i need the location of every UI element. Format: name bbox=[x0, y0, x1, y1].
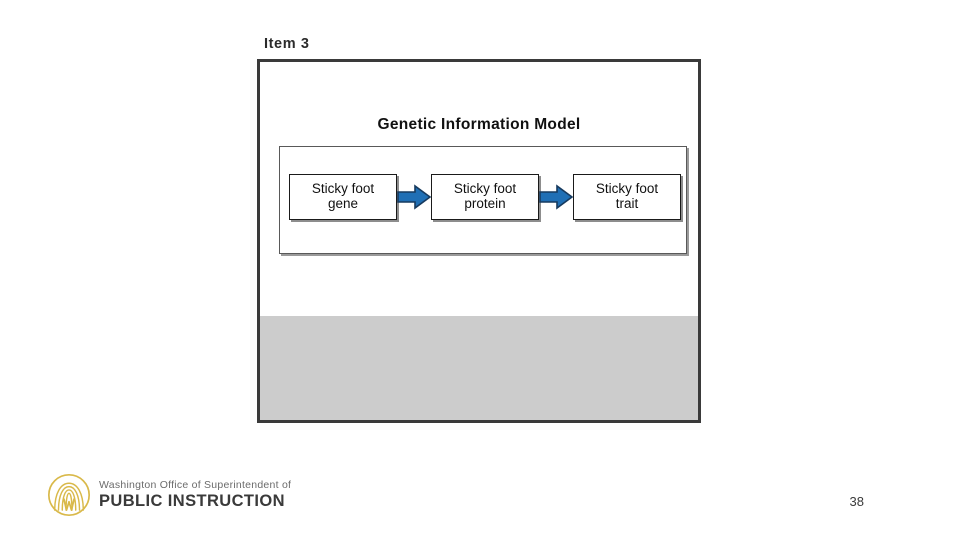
content-frame: Genetic Information Model Sticky foot ge… bbox=[257, 59, 701, 423]
gray-answer-band bbox=[260, 316, 698, 420]
ospi-logo-line2: PUBLIC INSTRUCTION bbox=[99, 492, 285, 510]
flow-node-protein-line2: protein bbox=[464, 196, 506, 211]
right-block-arrow-icon bbox=[397, 184, 431, 210]
flow-node-protein-line1: Sticky foot bbox=[453, 181, 517, 197]
page-number: 38 bbox=[849, 494, 864, 509]
right-block-arrow-icon bbox=[539, 184, 573, 210]
flow-node-protein: Sticky foot protein bbox=[431, 174, 539, 220]
flow-node-trait-line1: Sticky foot bbox=[595, 181, 659, 197]
diagram-title: Genetic Information Model bbox=[377, 116, 581, 133]
item-label: Item 3 bbox=[264, 36, 310, 52]
flow-node-trait: Sticky foot trait bbox=[573, 174, 681, 220]
slide-footer: Washington Office of Superintendent of P… bbox=[0, 468, 960, 540]
ospi-logo-lockup: Washington Office of Superintendent of P… bbox=[48, 474, 291, 516]
flow-container: Sticky foot gene Sticky foot protein bbox=[279, 146, 687, 254]
ospi-logo-line1: Washington Office of Superintendent of bbox=[99, 479, 292, 491]
flow-node-gene-line1: Sticky foot bbox=[311, 181, 375, 197]
wa-ospi-seal-icon bbox=[48, 474, 90, 516]
flow-node-gene: Sticky foot gene bbox=[289, 174, 397, 220]
ospi-logo-text: Washington Office of Superintendent of P… bbox=[99, 479, 291, 511]
flow-node-gene-line2: gene bbox=[327, 196, 359, 211]
flow-row: Sticky foot gene Sticky foot protein bbox=[289, 173, 681, 221]
flow-node-trait-line2: trait bbox=[615, 196, 639, 211]
